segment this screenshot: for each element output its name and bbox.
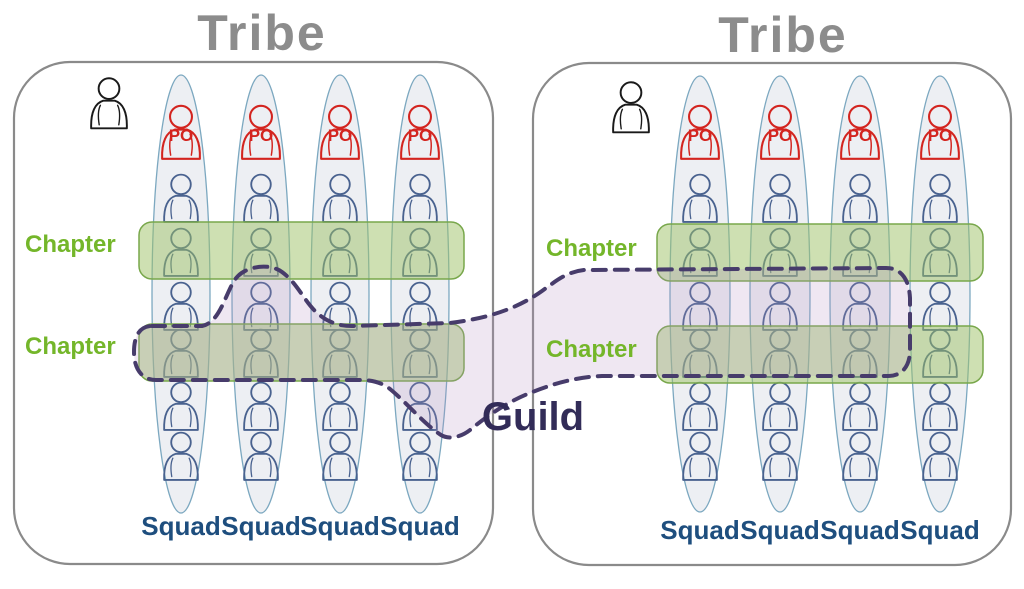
po-label: PO — [848, 126, 873, 145]
po-icon: PO — [161, 104, 201, 160]
squad-label: Squad — [221, 511, 300, 541]
squad-ellipse — [151, 74, 211, 514]
squad-label: Squad — [380, 511, 459, 541]
chapter-band — [138, 221, 465, 280]
tribe-title-right: Tribe — [718, 7, 847, 63]
squad-label: Squad — [660, 515, 739, 545]
po-icon: PO — [760, 104, 800, 160]
chapter-label: Chapter — [546, 235, 637, 262]
po-label: PO — [768, 126, 793, 145]
po-label: PO — [328, 126, 353, 145]
chapter-label: Chapter — [25, 333, 116, 360]
squad-label: Squad — [740, 515, 819, 545]
squad-ellipse — [749, 75, 811, 513]
chapter-band — [656, 223, 984, 282]
po-icon: PO — [400, 104, 440, 160]
chapter-band — [656, 325, 984, 384]
po-icon: PO — [241, 104, 281, 160]
squad-label: Squad — [900, 515, 979, 545]
tribe-title-left: Tribe — [197, 5, 326, 61]
squad-ellipse — [829, 75, 891, 513]
chapter-label: Chapter — [546, 336, 637, 363]
po-label: PO — [688, 126, 713, 145]
guild-label: Guild — [482, 395, 584, 439]
po-label: PO — [928, 126, 953, 145]
po-icon: PO — [920, 104, 960, 160]
product-owners: PO PO PO PO PO PO PO PO — [161, 104, 960, 160]
po-icon: PO — [840, 104, 880, 160]
squad-label: Squad — [141, 511, 220, 541]
guild-outline — [132, 264, 912, 440]
po-icon: PO — [680, 104, 720, 160]
chapter-bands — [138, 221, 984, 384]
squad-ellipse — [310, 74, 370, 514]
squad-label: Squad — [820, 515, 899, 545]
chapter-label: Chapter — [25, 231, 116, 258]
squad-ellipse — [669, 75, 731, 513]
squad-ellipse — [231, 74, 291, 514]
squad-ellipses-right — [669, 75, 971, 513]
po-label: PO — [408, 126, 433, 145]
po-label: PO — [249, 126, 274, 145]
po-icon: PO — [320, 104, 360, 160]
po-label: PO — [169, 126, 194, 145]
squad-label: Squad — [300, 511, 379, 541]
